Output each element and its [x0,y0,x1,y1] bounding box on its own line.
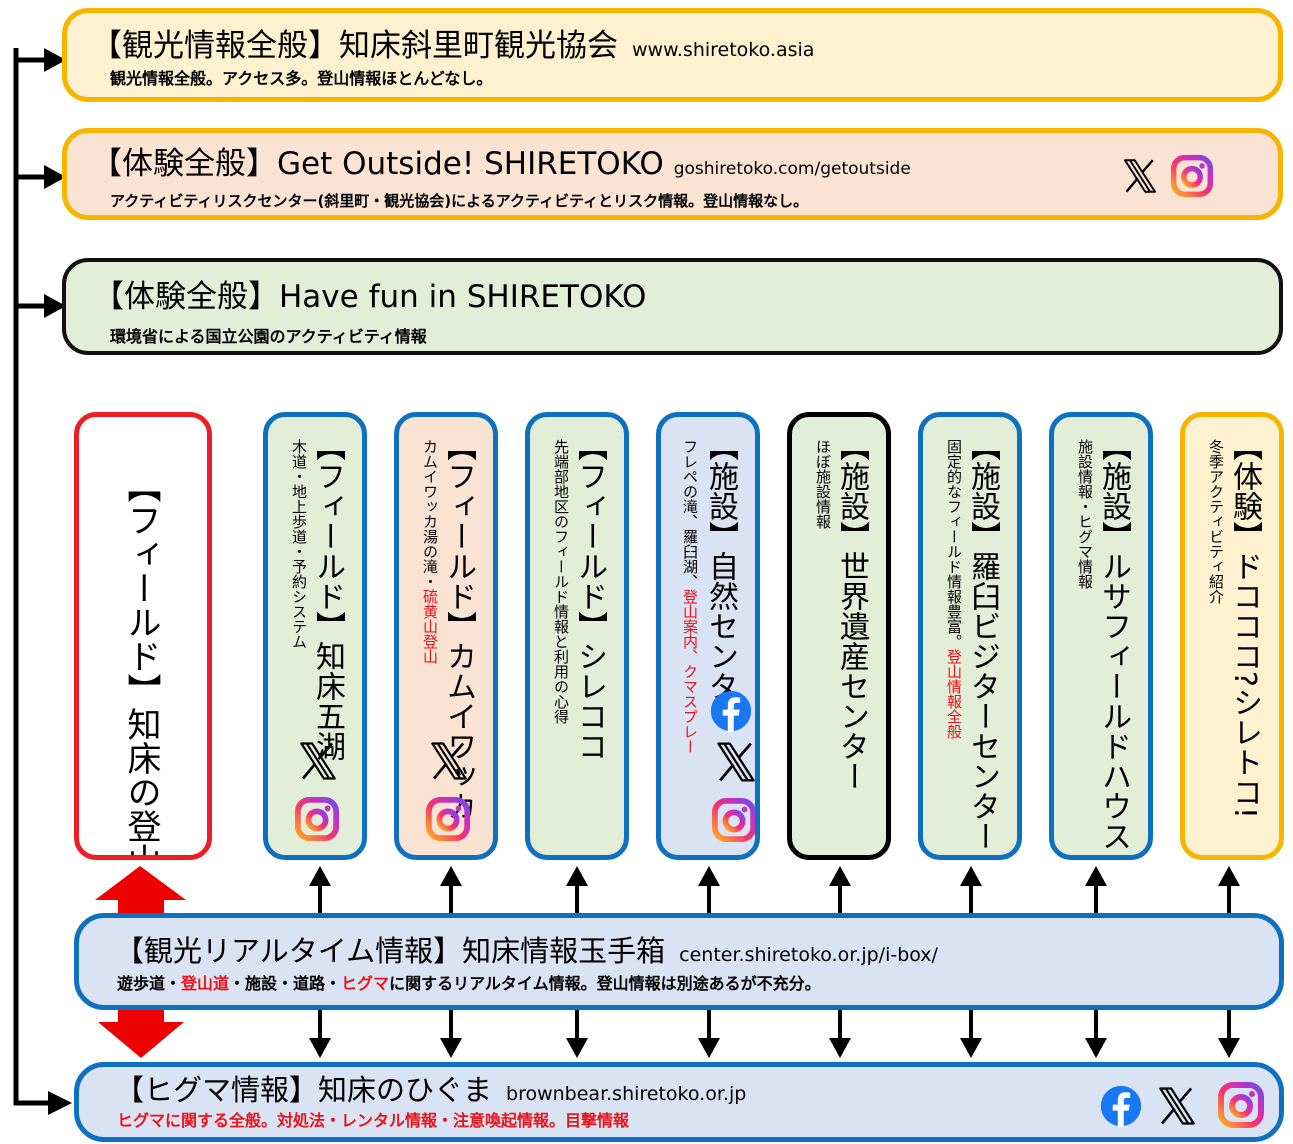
havefun-box[interactable]: 【体験全般】Have fun in SHIRETOKO 環境省による国立公園のア… [62,258,1283,355]
column-down-arrowhead [1218,1038,1240,1058]
column-up-arrowhead [566,866,588,886]
realtime-desc-part: に関するリアルタイム情報。登山情報は別途あるが不充分。 [389,974,821,993]
column-up-arrowhead [960,866,982,886]
spine-arrowhead-havefun [44,294,66,318]
column-nature-center-desc: フレペの滝、羅臼湖、登山案内、クマスプレー [681,439,699,754]
column-down-arrowhead [829,1038,851,1058]
column-down-arrowhead [960,1038,982,1058]
getoutside-title: 【体験全般】Get Outside! SHIRETOKO [91,146,664,182]
realtime-desc: 遊歩道・登山道・施設・道路・ヒグマに関するリアルタイム情報。登山情報は別途あるが… [117,976,821,992]
getoutside-desc: アクティビティリスクセンター(斜里町・観光協会)によるアクティビティとリスク情報… [110,192,809,210]
column-rusa-title: 【施設】ルサフィールドハウス [1096,431,1131,851]
column-shirekoko-title: 【フィールド】シレココ [572,431,607,761]
column-kamuiwakka[interactable]: 【フィールド】カムイワッカ カムイワッカ湯の滝・硫黄山登山 [394,412,498,860]
x-icon[interactable] [429,741,469,781]
column-world-heritage[interactable]: 【施設】世界遺産センター ほぼ施設情報 [787,412,891,860]
instagram-icon[interactable] [711,797,757,843]
column-down-arrowhead [309,1038,331,1058]
tourism-desc: 観光情報全般。アクセス多。登山情報ほとんどなし。 [110,69,493,88]
column-goko-desc: 木道・地上歩道・予約システム [290,439,308,649]
column-up-arrowhead [829,866,851,886]
x-icon[interactable] [715,741,757,783]
column-kamuiwakka-desc: カムイワッカ湯の滝・硫黄山登山 [421,439,439,664]
column-tozan-title: 【フィールド】知床の登山 [121,469,161,860]
realtime-desc-red: ヒグマ [341,974,390,993]
getoutside-url[interactable]: goshiretoko.com/getoutside [673,159,911,179]
column-dokokoko-title: 【体験】ドコココ?シレトコ! [1227,431,1262,819]
instagram-icon[interactable] [294,796,340,842]
column-tozan[interactable]: 【フィールド】知床の登山 [74,412,212,860]
x-icon[interactable] [1157,1086,1197,1126]
column-dokokoko[interactable]: 【体験】ドコココ?シレトコ! 冬季アクティビティ紹介 [1180,412,1284,860]
column-up-arrowhead [1085,866,1107,886]
column-down-arrowhead [566,1038,588,1058]
tourism-title-row: 【観光情報全般】知床斜里町観光協会 www.shiretoko.asia [91,31,814,62]
column-nature-center-title: 【施設】自然センター [703,431,738,731]
column-world-heritage-title: 【施設】世界遺産センター [834,431,869,791]
column-down-arrowhead [440,1038,462,1058]
column-rusa[interactable]: 【施設】ルサフィールドハウス 施設情報・ヒグマ情報 [1049,412,1153,860]
column-rausu-vc-title: 【施設】羅臼ビジターセンター [965,431,1000,851]
instagram-icon[interactable] [1217,1081,1265,1129]
column-rausu-vc[interactable]: 【施設】羅臼ビジターセンター 固定的なフィールド情報豊富。登山情報全般 [918,412,1022,860]
havefun-title: 【体験全般】Have fun in SHIRETOKO [93,279,647,315]
spine-arrowhead-bear [48,1091,72,1115]
column-down-arrowhead [698,1038,720,1058]
facebook-icon[interactable] [1099,1084,1143,1128]
column-nature-center-desc-text: フレペの滝、羅臼湖、 [681,439,699,589]
red-arrow-shaft-lower [118,1010,164,1024]
column-up-arrowhead [698,866,720,886]
bear-url[interactable]: brownbear.shiretoko.or.jp [506,1083,747,1105]
realtime-desc-part: ・施設・道路・ [229,974,342,993]
realtime-box[interactable]: 【観光リアルタイム情報】知床情報玉手箱 center.shiretoko.or.j… [74,913,1284,1010]
spine-arrowhead-tourism [44,48,66,72]
bear-title-row: 【ヒグマ情報】知床のひぐま brownbear.shiretoko.or.jp [115,1076,746,1105]
red-arrow-down [98,1022,184,1058]
column-rausu-vc-desc: 固定的なフィールド情報豊富。登山情報全般 [945,439,963,739]
havefun-desc: 環境省による国立公園のアクティビティ情報 [110,327,427,346]
column-nature-center[interactable]: 【施設】自然センター フレペの滝、羅臼湖、登山案内、クマスプレー [656,412,760,860]
column-shirekoko[interactable]: 【フィールド】シレココ 先端部地区のフィールド情報と利用の心得 [525,412,629,860]
realtime-title-row: 【観光リアルタイム情報】知床情報玉手箱 center.shiretoko.or.j… [115,937,938,966]
column-world-heritage-desc: ほぼ施設情報 [814,439,832,529]
column-down-arrowhead [1085,1038,1107,1058]
x-icon[interactable] [298,741,338,781]
bear-desc: ヒグマに関する全般。対処法・レンタル情報・注意喚起情報。目撃情報 [117,1111,630,1130]
column-kamuiwakka-desc-text: カムイワッカ湯の滝・ [421,439,439,589]
red-arrow-shaft-upper [118,900,164,914]
getoutside-box[interactable]: 【体験全般】Get Outside! SHIRETOKO goshiretoko.… [62,128,1283,220]
realtime-desc-red: 登山道 [181,974,230,993]
tourism-box[interactable]: 【観光情報全般】知床斜里町観光協会 www.shiretoko.asia 観光情報… [62,8,1283,102]
column-up-arrowhead [1218,866,1240,886]
bear-title: 【ヒグマ情報】知床のひぐま [115,1073,493,1107]
column-goko[interactable]: 【フィールド】知床五湖 木道・地上歩道・予約システム [263,412,367,860]
column-shirekoko-desc: 先端部地区のフィールド情報と利用の心得 [552,439,570,724]
column-up-arrowhead [440,866,462,886]
realtime-url[interactable]: center.shiretoko.or.jp/i-box/ [679,944,938,966]
tourism-title: 【観光情報全般】知床斜里町観光協会 [91,28,618,64]
column-dokokoko-desc: 冬季アクティビティ紹介 [1207,439,1225,604]
bear-box[interactable]: 【ヒグマ情報】知床のひぐま brownbear.shiretoko.or.jp ヒ… [74,1062,1284,1142]
column-rausu-vc-desc-red: 登山情報全般 [945,649,963,739]
red-arrow-up [95,866,186,900]
column-up-arrowhead [309,866,331,886]
getoutside-title-row: 【体験全般】Get Outside! SHIRETOKO goshiretoko.… [91,149,911,180]
column-goko-title: 【フィールド】知床五湖 [310,431,345,761]
instagram-icon[interactable] [425,796,471,842]
column-nature-center-desc-red: 登山案内、クマスプレー [681,589,699,754]
facebook-icon[interactable] [709,689,753,733]
x-icon[interactable] [1122,158,1158,194]
spine-arrowhead-getoutside [44,165,66,189]
column-rusa-desc: 施設情報・ヒグマ情報 [1076,439,1094,589]
realtime-desc-part: 遊歩道・ [117,974,182,993]
realtime-title: 【観光リアルタイム情報】知床情報玉手箱 [115,934,666,968]
instagram-icon[interactable] [1170,154,1214,198]
column-kamuiwakka-desc-red: 硫黄山登山 [421,589,439,664]
tourism-url[interactable]: www.shiretoko.asia [632,39,815,61]
column-rausu-vc-desc-text: 固定的なフィールド情報豊富。 [945,439,963,649]
